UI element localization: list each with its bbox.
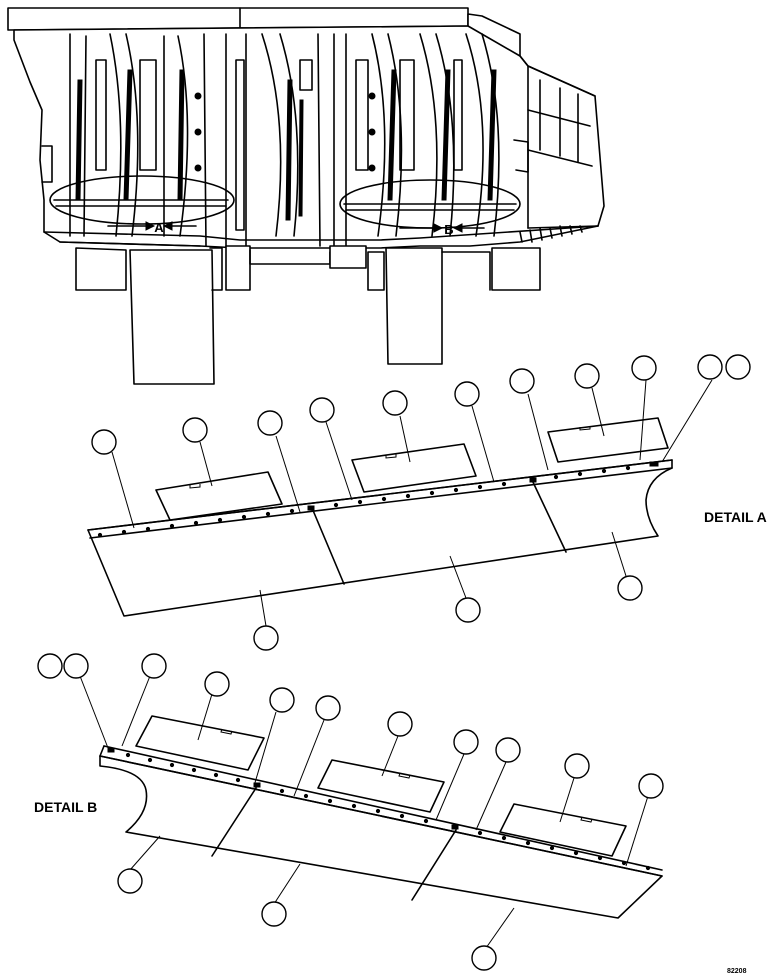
detail-a-label: DETAIL A — [704, 509, 767, 525]
detail-b-callout-ring: B — [339, 179, 521, 237]
drawing-number: 82208 — [727, 968, 747, 975]
detail-b-hinge-holes — [107, 747, 651, 871]
detail-a-hinge-holes — [97, 461, 659, 538]
view-marker-b: B — [444, 222, 453, 237]
detail-b-view: DETAIL B — [34, 653, 664, 971]
view-marker-a: A — [154, 220, 164, 235]
overhead-assembly-view: A B — [7, 7, 605, 385]
assembly-ribs — [69, 33, 500, 247]
detail-b-callouts — [37, 653, 664, 971]
detail-a-view: DETAIL A — [87, 354, 767, 651]
detail-a-callouts — [91, 354, 751, 651]
detail-a-callout-ring: A — [49, 175, 235, 235]
support-brackets — [75, 245, 541, 385]
detail-b-label: DETAIL B — [34, 799, 97, 815]
